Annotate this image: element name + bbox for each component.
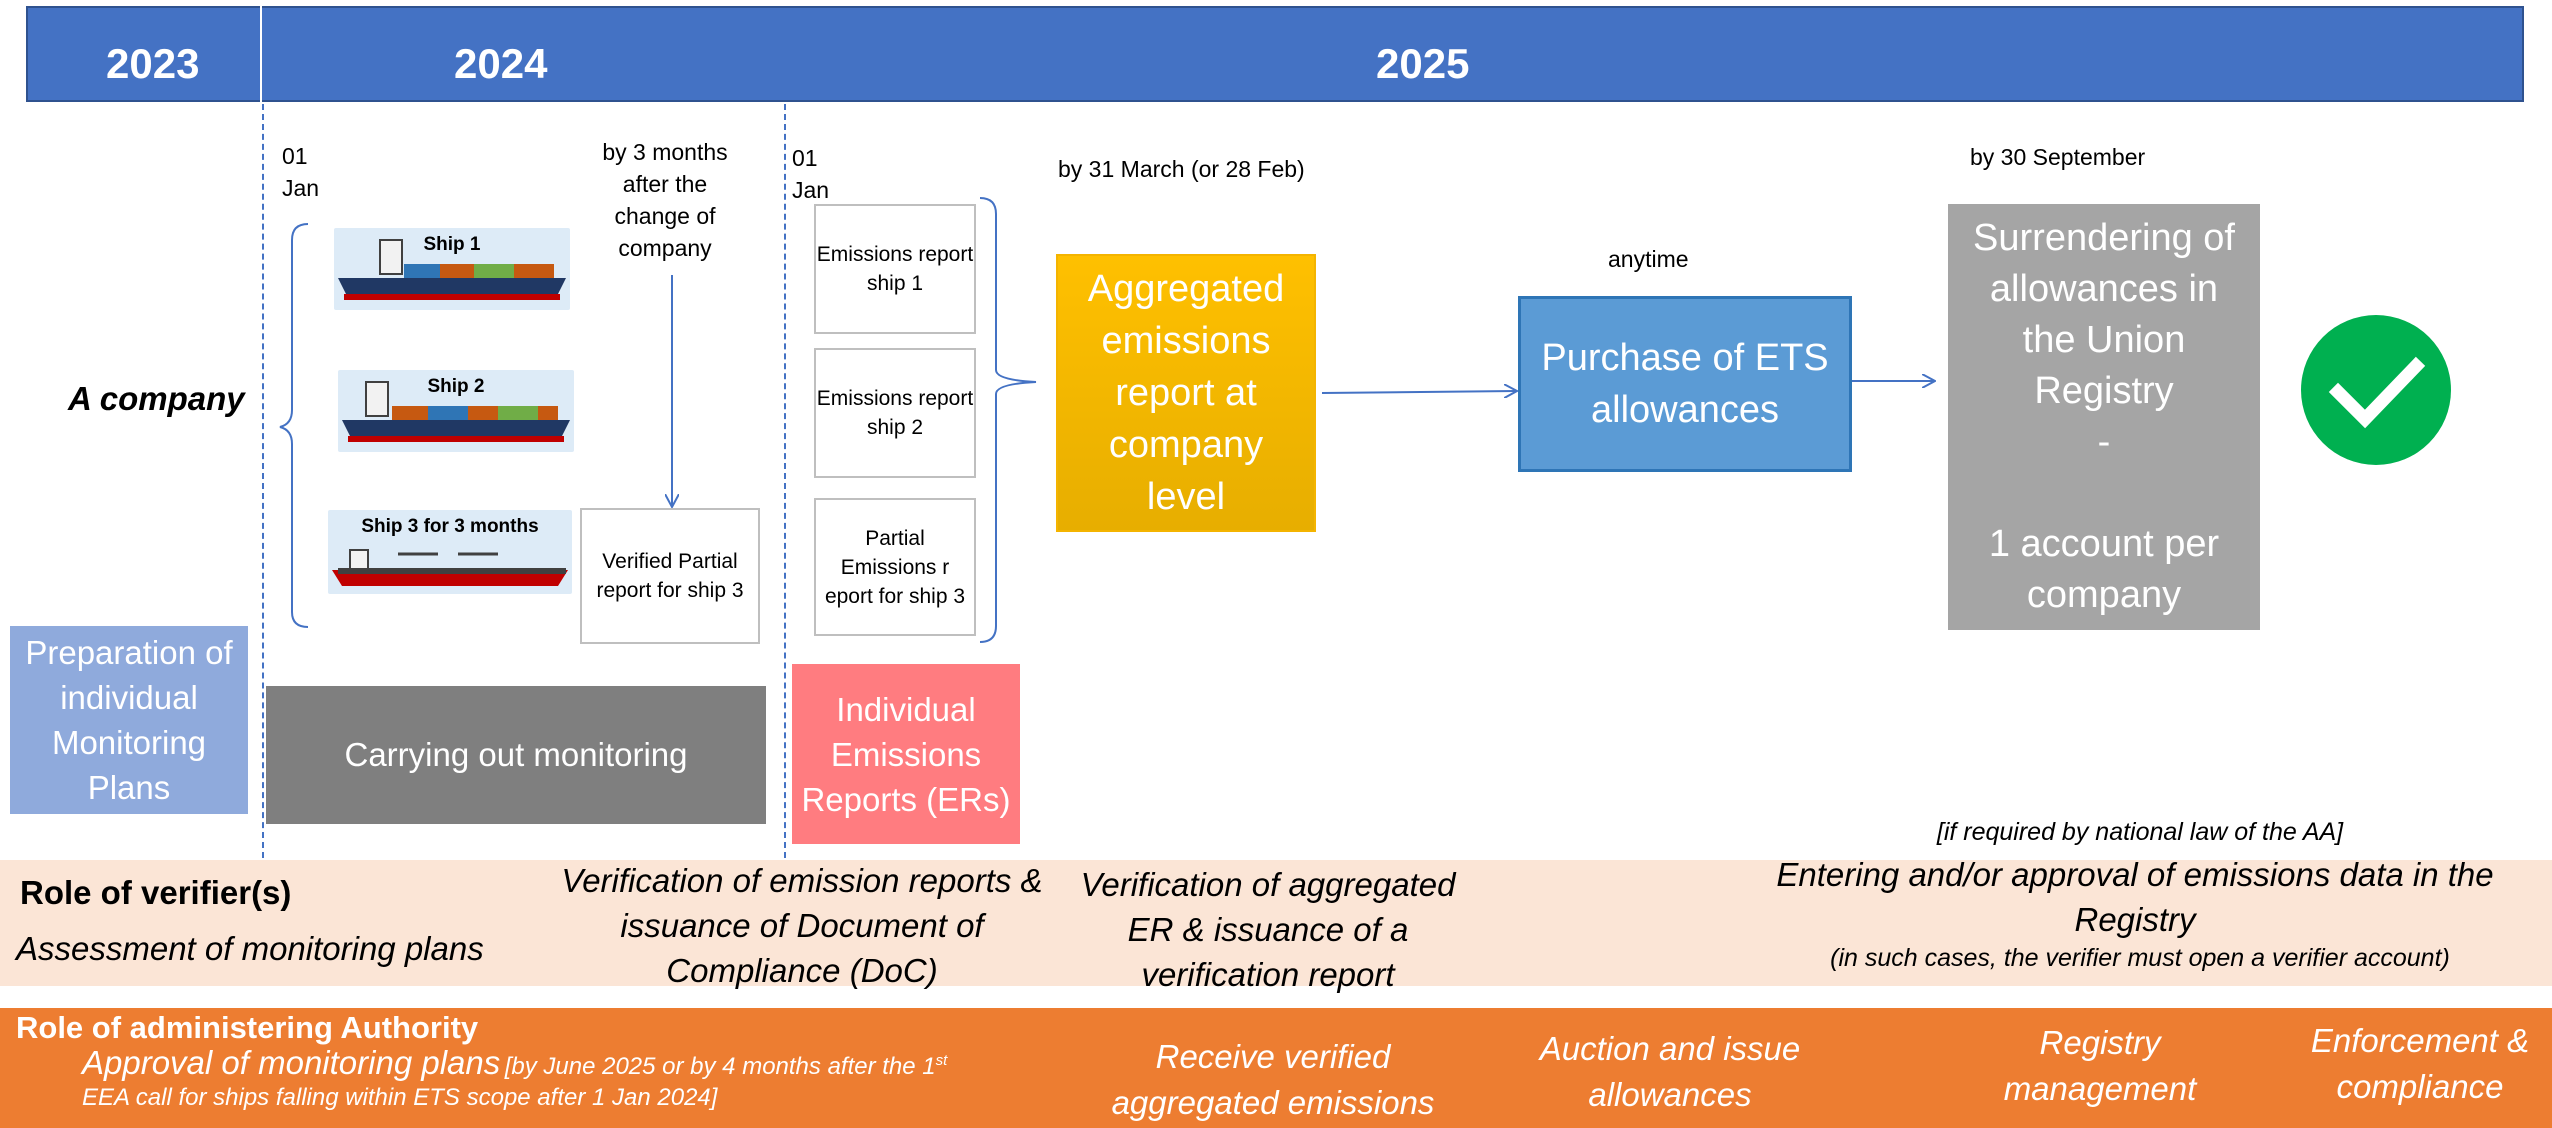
date-after-change: by 3 months after the change of company (602, 139, 728, 261)
ship-3-label: Ship 3 for 3 months (361, 516, 539, 537)
authority-registry: Registry management (2003, 1024, 2197, 1107)
year-divider (260, 6, 262, 102)
cargo-ship-icon (338, 239, 566, 300)
emissions-report-ship-1: Emissions report ship 1 (814, 204, 976, 334)
year-2024: 2024 (454, 40, 548, 87)
ship-1-label: Ship 1 (423, 234, 481, 255)
authority-title: Role of administering Authority (16, 1010, 479, 1045)
divider-2024 (262, 104, 264, 858)
purchase-allowances-box: Purchase of ETS allowances (1518, 296, 1852, 472)
partial-emissions-report-ship-3: Partial Emissions r eport for ship 3 (814, 498, 976, 636)
date-jan-2024: 01 Jan (282, 143, 320, 201)
verifier-assessment: Assessment of monitoring plans (16, 930, 484, 967)
date-march: by 31 March (or 28 Feb) (1058, 156, 1305, 182)
authority-approval-note-b: EEA call for ships falling within ETS sc… (82, 1084, 718, 1111)
verifier-band (0, 860, 2552, 986)
verifier-if-required: [if required by national law of the AA] (1936, 818, 2344, 846)
individual-ers-box: Individual Emissions Reports (ERs) (792, 664, 1020, 844)
authority-approval-text: Approval of monitoring plans (82, 1044, 501, 1081)
bulk-ship-icon (332, 549, 568, 586)
verifier-title: Role of verifier(s) (20, 874, 292, 911)
divider-2025 (784, 104, 786, 858)
emissions-report-ship-2: Emissions report ship 2 (814, 348, 976, 478)
surrendering-dash: - (2097, 421, 2111, 463)
verified-partial-report: Verified Partial report for ship 3 (580, 508, 760, 644)
authority-receive: Receive verified aggregated emissions (1111, 1038, 1435, 1121)
authority-auction: Auction and issue allowances (1539, 1030, 1801, 1113)
carrying-monitoring-box: Carrying out monitoring (266, 686, 766, 824)
authority-approval-note: [by June 2025 or by 4 months after the 1… (504, 1052, 948, 1080)
ships-brace (279, 223, 309, 628)
authority-enforcement: Enforcement & compliance (2310, 1022, 2530, 1105)
verifier-verification-er: Verification of emission reports & issua… (561, 862, 1043, 989)
ship-2: Ship 2 (338, 370, 574, 452)
surrendering-box: Surrendering of allowances in the Union … (1948, 204, 2260, 630)
reports-brace (979, 197, 1037, 643)
ship-1: Ship 1 (334, 228, 570, 310)
check-circle-icon (2301, 315, 2451, 465)
aggregated-report-box: Aggregated emissions report at company l… (1056, 254, 1316, 532)
authority-band (0, 1008, 2552, 1128)
verifier-entering-data: Entering and/or approval of emissions da… (1776, 856, 2494, 938)
verifier-account-note: (in such cases, the verifier must open a… (1830, 944, 2450, 972)
verifier-verification-aggregated: Verification of aggregated ER & issuance… (1080, 866, 1456, 993)
date-jan-2025: 01 Jan (792, 145, 830, 203)
arrow-to-purchase (1321, 391, 1516, 393)
surrendering-text: Surrendering of allowances in the Union … (1973, 217, 2235, 412)
timeline-bar (26, 6, 2524, 102)
ship-2-label: Ship 2 (427, 376, 485, 397)
ship-3: Ship 3 for 3 months (328, 510, 572, 594)
cargo-ship-icon (342, 381, 570, 442)
year-2025: 2025 (1376, 40, 1470, 87)
company-label: A company (68, 380, 245, 417)
surrendering-account-text: 1 account per company (1988, 523, 2220, 616)
authority-approval: Approval of monitoring plans [by June 20… (82, 1044, 947, 1082)
date-september: by 30 September (1970, 144, 2146, 170)
year-2023: 2023 (106, 40, 200, 87)
approval-note-a: [by June 2025 or by 4 months after the 1 (504, 1053, 936, 1080)
preparation-box: Preparation of individual Monitoring Pla… (10, 626, 248, 814)
date-anytime: anytime (1608, 246, 1689, 272)
approval-note-sup: st (935, 1052, 948, 1069)
